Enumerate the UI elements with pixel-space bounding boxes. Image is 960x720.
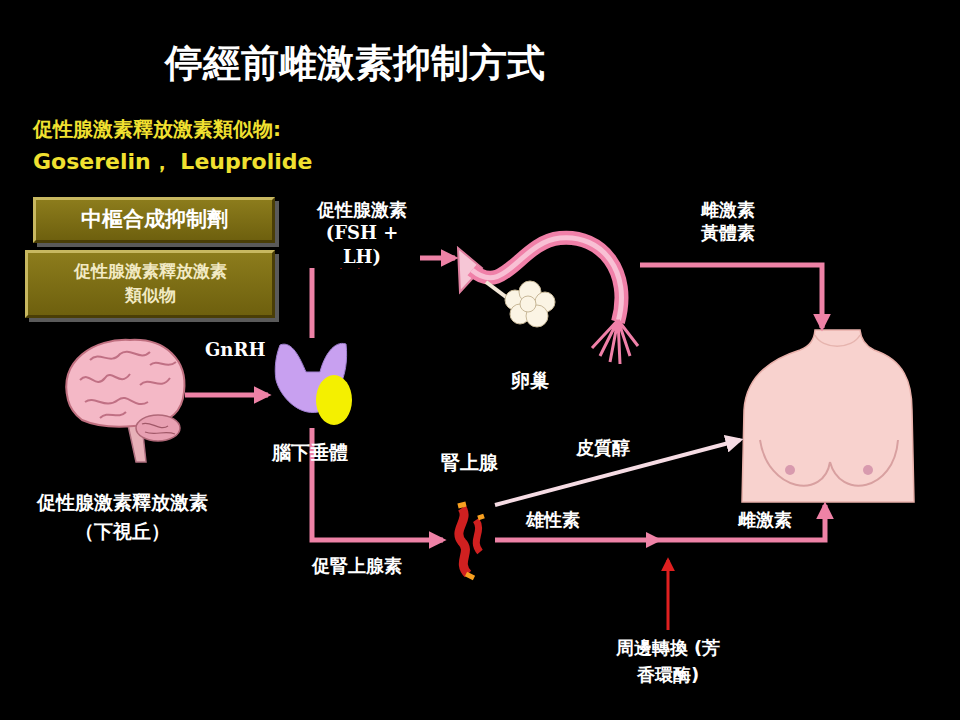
brain-illustration-part [136,415,180,441]
breast-illustration-part [863,465,873,475]
ovary-illustration-part [505,281,555,327]
edge-label: 皮質醇 [574,436,632,459]
hormone-arrow [640,265,822,328]
ovary-illustration-part-part [520,296,536,312]
edge-label: GnRH [203,338,267,361]
organ-label: 腦下垂體 [260,438,360,467]
organ-label: 腎上腺 [429,448,509,477]
edge-label: 促性腺激素 (FSH + LH) [304,198,420,268]
breast-illustration [742,330,914,502]
box-text: 中樞合成抑制劑 [81,205,228,234]
ovary-node: 卵巢 [455,225,640,365]
breast-illustration-part [742,330,914,502]
title: 停經前雌激素抑制方式 [0,38,710,89]
note-label: 周邊轉換 (芳香環酶) [610,634,726,688]
hormone-arrow [185,393,268,398]
adrenal-illustration-part [458,504,484,578]
drug-class-box: 中樞合成抑制劑 [33,197,275,243]
breast-illustration-part [760,440,898,486]
adrenal-illustration [458,504,484,578]
note-label: 促性腺激素釋放激素類似物: [33,116,281,143]
adrenal-node: 腎上腺 [443,500,495,582]
brain-illustration-part [66,340,184,427]
adrenal-illustration-part [476,520,480,552]
edge-label: 雄性素 [524,508,582,531]
ovary-illustration-part [472,238,621,322]
pituitary-node: 腦下垂體 [268,338,352,428]
pituitary-illustration-part [316,375,352,425]
pituitary-illustration [275,343,352,425]
ovary-illustration-part [592,320,638,364]
hormone-arrow [495,505,825,540]
edge-label: 促腎上腺素 [310,554,404,577]
organ-label: 卵巢 [500,366,560,395]
brain-node: 促性腺激素釋放激素 （下視丘） [60,340,185,468]
hormone-arrow [312,258,455,338]
note-label: 雌激素 [738,508,792,532]
decorations-part [667,560,670,630]
adrenal-illustration-part [459,508,468,574]
organ-label: 促性腺激素釋放激素 （下視丘） [33,488,213,545]
breast-node [740,328,915,505]
drug-class-box: 促性腺激素釋放激素 類似物 [25,250,275,318]
brain-illustration [66,340,184,462]
edge-label: 雌激素 黃體素 [690,198,766,245]
note-label: Goserelin， Leuprolide [33,147,312,177]
box-text: 促性腺激素釋放激素 類似物 [64,260,236,308]
breast-illustration-part [815,335,860,346]
brain-illustration-part [142,423,175,434]
breast-illustration-part [785,465,795,475]
ovary-illustration-part [472,238,621,322]
brain-illustration-part [80,352,176,418]
ovary-illustration [458,238,638,364]
